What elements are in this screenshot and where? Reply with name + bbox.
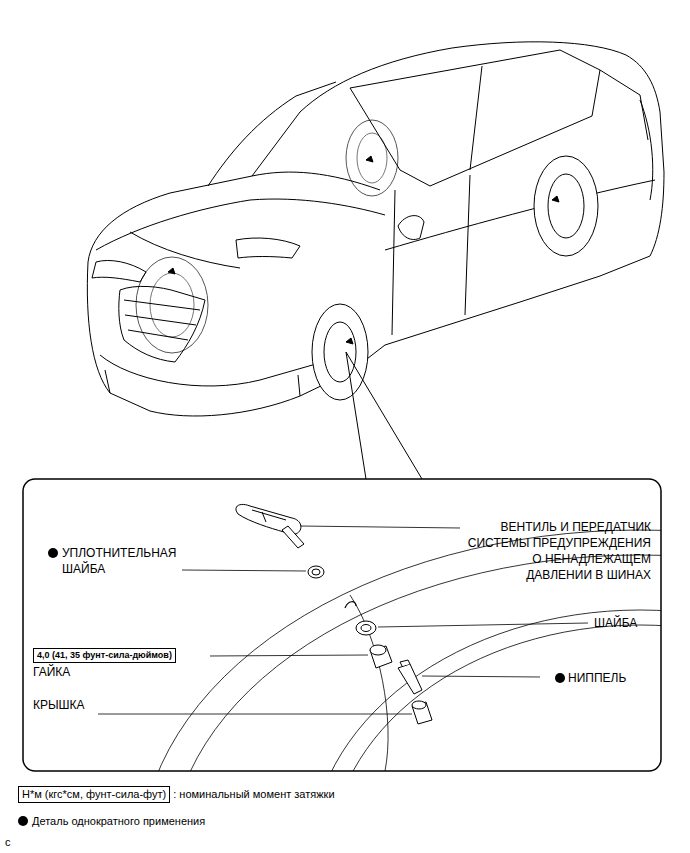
part-label: УПЛОТНИТЕЛЬНАЯ ШАЙБА: [62, 545, 182, 577]
legend-text: : номинальный момент затяжки: [173, 786, 334, 802]
part-label: ШАЙБА: [594, 615, 637, 631]
wheel-rim: [140, 530, 661, 771]
car: [87, 42, 664, 479]
detail-frame: [23, 479, 661, 771]
torque-text: Н*м (кгс*см, фунт-сила-фут): [22, 787, 166, 802]
part-label: НИППЕЛЬ: [568, 670, 626, 686]
part-label: c: [5, 834, 11, 850]
torque-box: 4,0 (41, 35 фунт-сила-дюймов): [33, 648, 176, 663]
torque-box: Н*м (кгс*см, фунт-сила-фут): [18, 786, 170, 803]
single-use-dots: [18, 548, 565, 826]
legend-text: Деталь однократного применения: [32, 813, 205, 829]
part-label: ВЕНТИЛЬ И ПЕРЕДАТЧИК СИСТЕМЫ ПРЕДУПРЕЖДЕ…: [465, 519, 651, 583]
torque-text: 4,0 (41, 35 фунт-сила-дюймов): [37, 649, 172, 662]
part-label: КРЫШКА: [33, 697, 85, 713]
valve-parts: [236, 504, 432, 724]
part-label: ГАЙКА: [33, 664, 70, 680]
